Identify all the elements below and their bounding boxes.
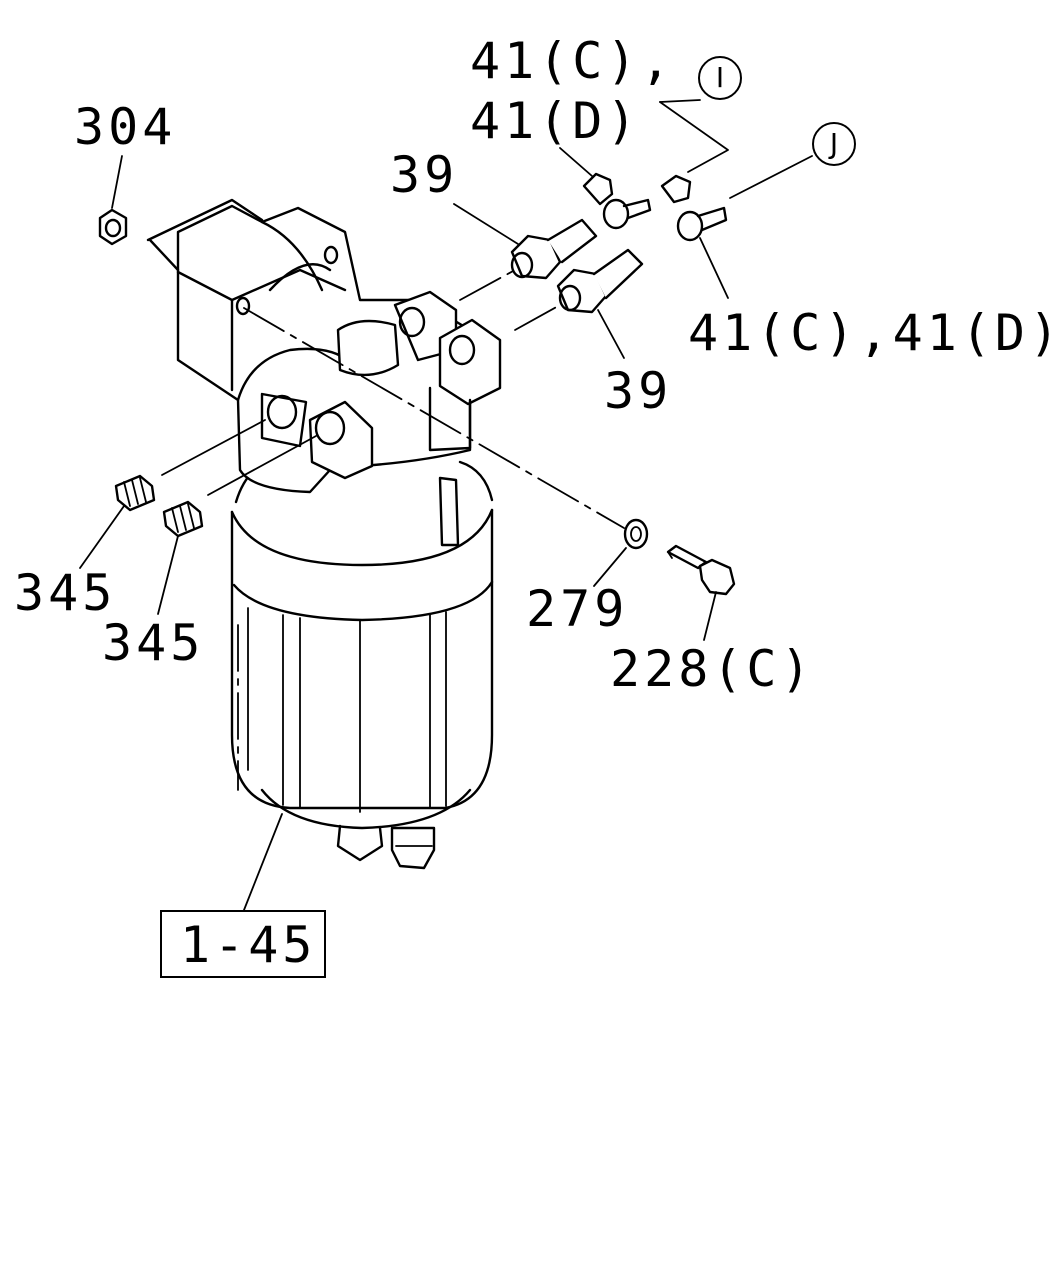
assembly-leader xyxy=(243,813,283,911)
callout-39-right: 39 xyxy=(604,362,673,420)
part-228c-bolt xyxy=(666,544,736,641)
callout-41-top-line1: 41(C), xyxy=(470,32,675,90)
callout-assembly-1-45: 1-45 xyxy=(180,916,317,974)
part-39-upper-fitting xyxy=(453,203,598,280)
connector-ref-i: I xyxy=(698,56,742,100)
callout-345-b: 345 xyxy=(102,614,205,672)
callout-345-a: 345 xyxy=(14,564,117,622)
part-41-clamp-left xyxy=(559,147,652,230)
callout-304: 304 xyxy=(74,98,177,156)
part-279-washer xyxy=(593,518,649,587)
part-41-clamp-right xyxy=(660,155,813,299)
assembly-lines xyxy=(147,99,729,791)
callout-41-right: 41(C),41(D) xyxy=(688,304,1063,362)
part-345-plug-a xyxy=(79,474,156,569)
fuel-filter-exploded-diagram xyxy=(79,99,813,911)
connector-ref-j: J xyxy=(812,122,856,166)
filter-bowl xyxy=(230,448,494,870)
part-39-lower-fitting xyxy=(556,248,644,359)
callout-279: 279 xyxy=(526,580,629,638)
callout-41-top-line2: 41(D) xyxy=(470,92,641,150)
callout-228c: 228(C) xyxy=(610,640,815,698)
part-345-plug-b xyxy=(157,500,204,615)
part-304-nut xyxy=(98,155,128,246)
assembly-box: 1-45 xyxy=(160,910,326,978)
callout-39-top: 39 xyxy=(390,146,459,204)
filter-head xyxy=(146,198,502,547)
